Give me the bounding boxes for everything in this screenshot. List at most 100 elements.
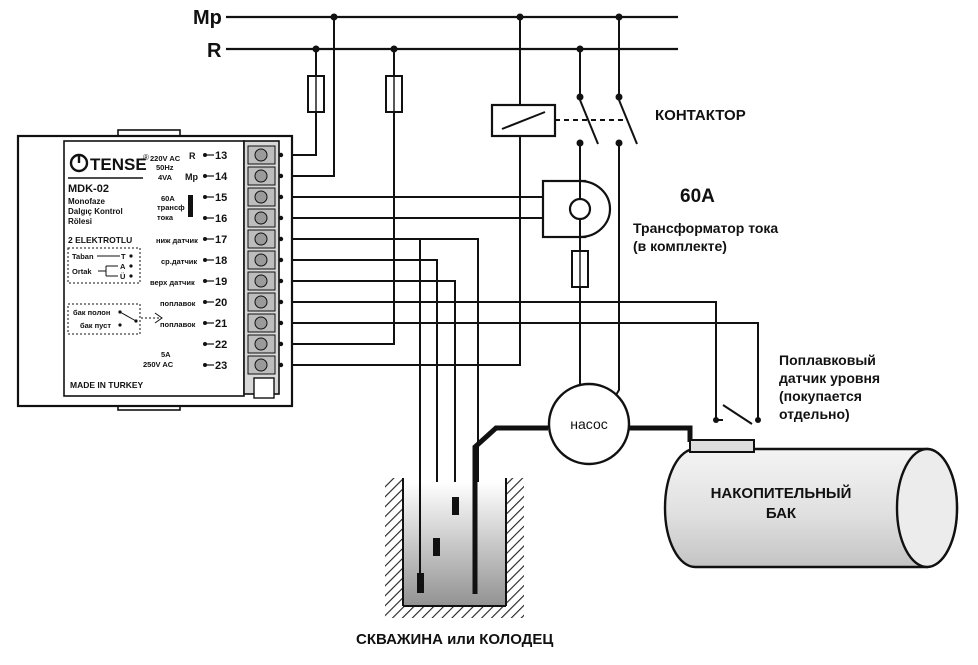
wire-fuse-13 — [285, 112, 317, 156]
terminal-dot — [278, 194, 284, 200]
float-switch-dot — [755, 417, 761, 423]
contact-dot — [615, 93, 623, 101]
well-label: СКВАЖИНА или КОЛОДЕЦ — [356, 631, 553, 648]
mid-sensor-label: ср.датчик — [161, 257, 197, 266]
ct-label1: трансф — [157, 203, 185, 212]
label-ortak: Ortak — [72, 267, 92, 276]
relay-desc-line1: Monofaze — [68, 197, 105, 206]
wire-float-20 — [285, 301, 717, 420]
terminal-number: 15 — [215, 192, 227, 204]
float-switch-blade — [722, 404, 753, 425]
screw-head — [254, 232, 268, 246]
relay-model: MDK-02 — [68, 183, 109, 195]
label-u: Ü — [120, 272, 125, 281]
terminal-dot — [278, 341, 284, 347]
supply-power: 4VA — [158, 173, 173, 182]
float-switch-dot — [713, 417, 719, 423]
ct-terminal-mark — [188, 195, 193, 217]
screw-head — [254, 337, 268, 351]
label-tank-full: бак полон — [73, 308, 110, 317]
ct-label-line1: Трансформатор тока — [633, 220, 778, 236]
screw-head — [254, 295, 268, 309]
terminal-dot — [278, 257, 284, 263]
brand-registered: ® — [143, 153, 149, 162]
contactor-label: КОНТАКТОР — [655, 107, 746, 124]
terminal-number: 16 — [215, 213, 227, 225]
terminal-number: 23 — [215, 360, 227, 372]
screw-terminals — [247, 145, 284, 375]
screw-head — [254, 211, 268, 225]
label-tank-empty: бак пуст — [80, 321, 111, 330]
screw-head — [254, 274, 268, 288]
tank-label-line1: НАКОПИТЕЛЬНЫЙ — [711, 484, 852, 502]
terminal-number: 13 — [215, 150, 227, 162]
wire-high-sensor — [285, 280, 456, 497]
screw-head — [254, 253, 268, 267]
made-in-label: MADE IN TURKEY — [70, 380, 144, 390]
well-wall-right — [506, 478, 524, 613]
wire-low-sensor — [285, 238, 479, 497]
relay-desc-line3: Rölesi — [68, 217, 92, 226]
float-label-20: поплавок — [160, 299, 196, 308]
relay-electrodes: 2 ELEKTROTLU — [68, 235, 132, 245]
float-label-line4: отдельно) — [779, 406, 850, 422]
storage-tank — [663, 439, 959, 569]
ct-label-line2: (в комплекте) — [633, 238, 727, 254]
contactor-coil — [490, 103, 557, 138]
label-t: T — [121, 252, 126, 261]
supply-frequency: 50Hz — [156, 163, 174, 172]
screw-head — [254, 169, 268, 183]
terminal-dot — [278, 362, 284, 368]
terminal-number: 17 — [215, 234, 227, 246]
terminal-dot — [278, 299, 284, 305]
pump-label: насос — [570, 416, 607, 432]
relay-front-panel — [63, 140, 245, 397]
contact-rating-2: 250V AC — [143, 360, 174, 369]
terminal-number: 14 — [215, 171, 228, 183]
tank-state-box — [67, 303, 141, 335]
current-transformer — [541, 179, 612, 239]
float-label-line3: (покупается — [779, 388, 862, 404]
terminal-dot — [278, 215, 284, 221]
float-label-line2: датчик уровня — [779, 370, 880, 386]
wire-coil-23 — [285, 136, 521, 366]
terminal-dot — [278, 236, 284, 242]
terminal-number: 22 — [215, 339, 227, 351]
float-label-21: поплавок — [160, 320, 196, 329]
terminal-number: 21 — [215, 318, 227, 330]
neutral-label: Mp — [193, 7, 222, 29]
screw-head — [254, 148, 268, 162]
relay-desc-line2: Dalgıç Kontrol — [68, 207, 123, 216]
screw-head — [254, 190, 268, 204]
terminal-dot — [278, 278, 284, 284]
wire-pole2-pump — [615, 143, 620, 396]
phase-label: R — [207, 40, 222, 62]
delivery-pipe — [628, 425, 693, 442]
contact-dot — [615, 139, 623, 147]
junction-dots — [312, 13, 623, 53]
wire-fuse-22 — [285, 112, 395, 345]
supply-voltage: 220V AC — [150, 154, 181, 163]
tank-label-line2: БАК — [766, 505, 797, 522]
terminal-number: 20 — [215, 297, 227, 309]
terminal-number: 19 — [215, 276, 227, 288]
ct-rating-label: 60A — [680, 186, 715, 207]
low-sensor-label: ниж датчик — [156, 236, 198, 245]
label-a: A — [120, 262, 126, 271]
wire-float-21 — [285, 322, 759, 420]
supply-lines — [226, 15, 678, 51]
wire-mid-sensor — [285, 259, 438, 538]
terminal-r-label: R — [189, 151, 196, 161]
well-bottom — [385, 606, 524, 618]
brand-name: TENSE — [90, 155, 147, 174]
contact-dot — [576, 93, 584, 101]
terminal-dot — [278, 152, 284, 158]
suction-pipe — [472, 425, 548, 594]
terminal-latch — [253, 377, 275, 399]
well-wall-left — [385, 478, 403, 613]
ct-rating: 60A — [161, 194, 175, 203]
screw-head — [254, 316, 268, 330]
terminal-dot — [278, 173, 284, 179]
